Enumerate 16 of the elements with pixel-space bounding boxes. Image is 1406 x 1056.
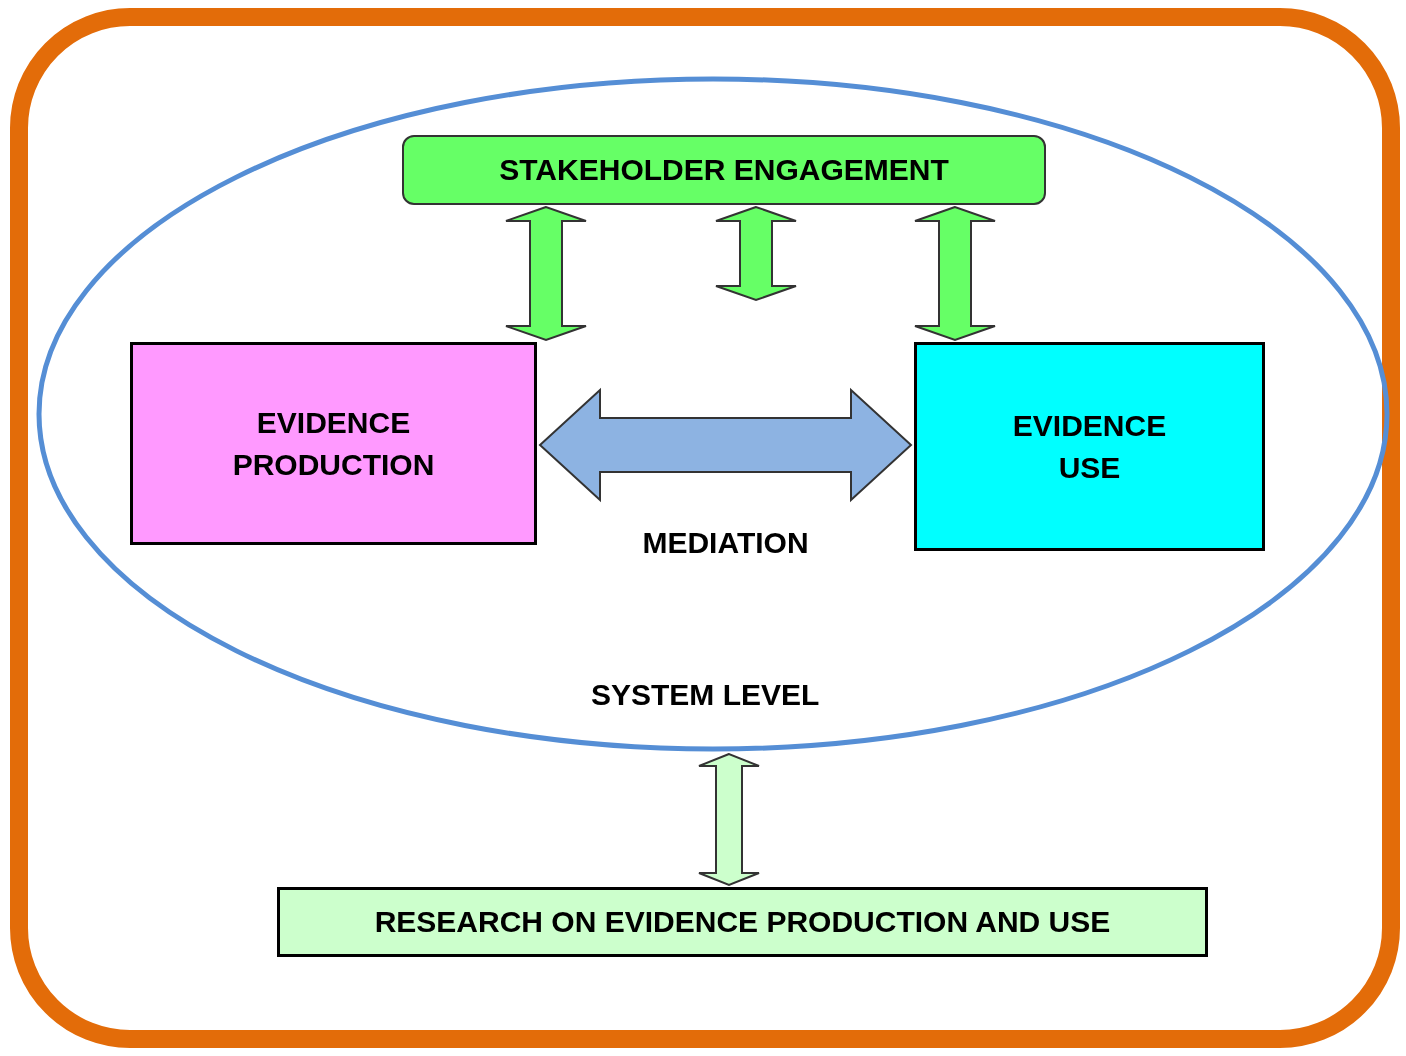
double-arrow [505,205,587,342]
box-label: EVIDENCE PRODUCTION [231,404,436,483]
double-arrow [715,205,797,302]
double-arrow [698,752,760,887]
process-box [277,887,1208,957]
box-label: STAKEHOLDER ENGAGEMENT [499,152,949,188]
edge-label: MEDIATION [642,525,809,561]
double-arrow [538,387,913,503]
frame-box [10,8,1400,1048]
double-arrow [914,205,996,342]
box-label: RESEARCH ON EVIDENCE PRODUCTION AND USE [374,904,1111,940]
process-box [130,342,537,545]
box-label: EVIDENCE USE [1011,407,1168,486]
process-box [402,135,1046,205]
process-box [914,342,1265,551]
group-label: SYSTEM LEVEL [591,677,820,713]
